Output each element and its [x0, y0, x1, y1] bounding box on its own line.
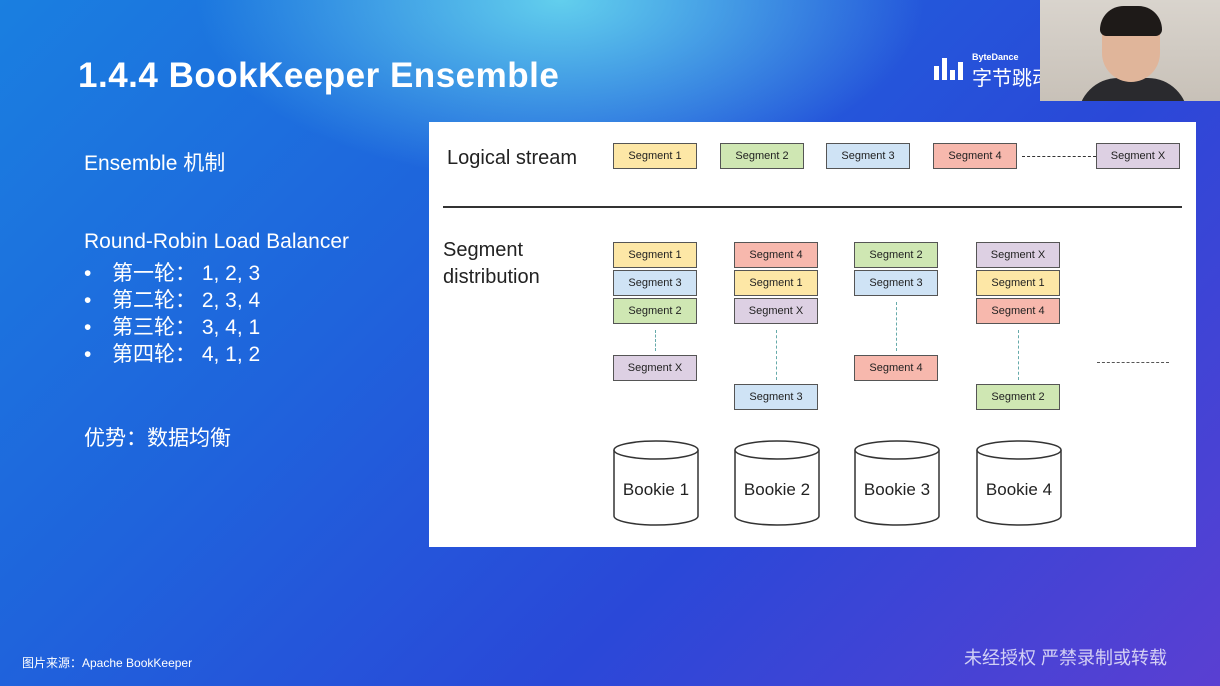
load-balancer-heading: Round-Robin Load Balancer — [84, 230, 350, 253]
bookie-segment: Segment 4 — [976, 298, 1060, 324]
bookie-storage-icon: Bookie 4 — [976, 440, 1062, 528]
bookie-segment: Segment 3 — [734, 384, 818, 410]
segment-distribution-label-2: distribution — [443, 266, 540, 288]
bookie-segment: Segment 1 — [976, 270, 1060, 296]
bookie-storage-icon: Bookie 1 — [613, 440, 699, 528]
bookie-segment: Segment 4 — [854, 355, 938, 381]
bookie-storage-icon: Bookie 3 — [854, 440, 940, 528]
list-item: •第三轮： 3, 4, 1 — [84, 316, 261, 339]
list-item: •第四轮： 4, 1, 2 — [84, 343, 261, 366]
bookie-label: Bookie 4 — [985, 480, 1053, 499]
segment-distribution-label-1: Segment — [443, 239, 524, 261]
bookie-segment: Segment 3 — [613, 270, 697, 296]
logical-stream-label: Logical stream — [447, 147, 578, 169]
segment-gap-dash — [1018, 330, 1019, 380]
ensemble-heading: Ensemble 机制 — [84, 152, 226, 175]
brand-name-en: ByteDance — [972, 52, 1019, 62]
bookie-label: Bookie 1 — [622, 480, 690, 499]
bookie-segment: Segment X — [734, 298, 818, 324]
image-source-caption: 图片来源：Apache BookKeeper — [22, 656, 193, 670]
list-item: •第二轮： 2, 3, 4 — [84, 289, 261, 312]
brand-name-cn: 字节跳动 — [972, 68, 1052, 90]
bookie-segment: Segment 3 — [854, 270, 938, 296]
segment-gap-dash — [896, 302, 897, 351]
bookie-segment: Segment 2 — [613, 298, 697, 324]
ensemble-diagram: Logical stream Segment distribution Segm… — [429, 122, 1196, 547]
bookie-segment: Segment 1 — [734, 270, 818, 296]
bookie-segment: Segment 4 — [734, 242, 818, 268]
bytedance-bars-icon — [934, 58, 964, 80]
bookie-storage-icon: Bookie 2 — [734, 440, 820, 528]
list-item: •第一轮： 1, 2, 3 — [84, 262, 261, 285]
logical-segment: Segment X — [1096, 143, 1180, 169]
bookie-segment: Segment X — [613, 355, 697, 381]
section-divider — [443, 206, 1182, 208]
bookie-label: Bookie 2 — [743, 480, 811, 499]
advantage-text: 优势：数据均衡 — [84, 427, 231, 450]
logical-segment: Segment 2 — [720, 143, 804, 169]
bookie-segment: Segment 2 — [854, 242, 938, 268]
segment-gap-dash — [776, 330, 777, 380]
bookie-segment: Segment X — [976, 242, 1060, 268]
segment-gap-dash — [655, 330, 656, 351]
logical-segment: Segment 1 — [613, 143, 697, 169]
stream-continuation-dash — [1022, 156, 1096, 157]
logical-segment: Segment 3 — [826, 143, 910, 169]
more-bookies-dash — [1097, 362, 1169, 363]
copyright-watermark: 未经授权 严禁录制或转载 — [964, 648, 1167, 668]
logical-segment: Segment 4 — [933, 143, 1017, 169]
round-list: •第一轮： 1, 2, 3 •第二轮： 2, 3, 4 •第三轮： 3, 4, … — [84, 257, 261, 366]
bookie-label: Bookie 3 — [863, 480, 931, 499]
slide-title: 1.4.4 BookKeeper Ensemble — [78, 56, 560, 95]
bookie-segment: Segment 2 — [976, 384, 1060, 410]
presenter-webcam-video — [1040, 0, 1220, 101]
bookie-segment: Segment 1 — [613, 242, 697, 268]
